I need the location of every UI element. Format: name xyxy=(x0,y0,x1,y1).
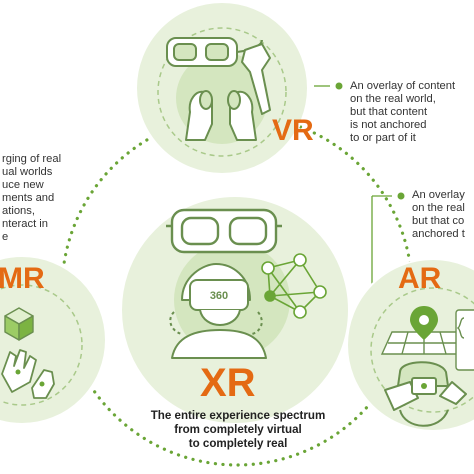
ar-node-inner-dashed-ring xyxy=(370,287,474,413)
ar-person-phone-icon xyxy=(384,361,467,427)
vr-label: VR xyxy=(272,114,314,147)
vr-description-line: but that content xyxy=(350,106,428,118)
mr-node-inner-dashed-ring xyxy=(0,284,83,406)
mr-description-line: ations, xyxy=(2,205,35,217)
vr-controller-icon xyxy=(241,43,271,115)
xr-headset-360-label: 360 xyxy=(210,290,228,302)
vr-description-line: to or part of it xyxy=(350,132,416,144)
vr-description-line: is not anchored xyxy=(350,119,427,131)
mr-description-line: nteract in xyxy=(2,218,49,230)
mr-description: rging of real ual worlds uce new ments a… xyxy=(2,153,61,244)
xr-node: 360 xyxy=(120,195,350,425)
ar-node xyxy=(346,258,474,432)
vr-description: An overlay of content on the real world,… xyxy=(350,80,455,145)
vr-headset-icon xyxy=(166,37,263,67)
vr-hands-icon xyxy=(185,90,257,141)
ar-label: AR xyxy=(398,262,442,295)
mr-description-line: rging of real xyxy=(2,153,62,165)
vr-connector-dot xyxy=(335,82,343,90)
xr-person-headset-icon: 360 xyxy=(169,263,267,359)
mr-label: MR xyxy=(0,262,45,295)
ar-description-line: An overlay xyxy=(412,189,465,201)
mr-description-line: e xyxy=(2,231,9,243)
ar-description: An overlay on the real but that co ancho… xyxy=(412,189,465,241)
ar-data-panel-icon xyxy=(455,309,474,371)
ar-description-line: but that co xyxy=(412,215,465,227)
xr-goggles-icon xyxy=(166,208,282,254)
mr-gloves-icon xyxy=(1,349,55,399)
ar-connector-dot xyxy=(397,192,405,200)
location-pin-icon xyxy=(410,306,438,340)
mr-description-line: uce new xyxy=(2,179,44,191)
xr-label: XR xyxy=(200,361,256,405)
vr-description-line: on the real world, xyxy=(350,93,436,105)
vr-node-inner-dashed-ring xyxy=(157,27,287,157)
network-graph-icon xyxy=(261,253,327,319)
vr-node xyxy=(135,1,309,175)
xr-description-line: from completely virtual xyxy=(174,423,302,436)
vr-description-line: An overlay of content xyxy=(350,80,456,92)
xr-description: The entire experience spectrum from comp… xyxy=(128,409,348,451)
xr-description-line: The entire experience spectrum xyxy=(150,409,326,422)
mr-description-line: ments and xyxy=(2,192,55,204)
cube-icon xyxy=(4,307,34,341)
ar-grid-icon xyxy=(380,331,468,355)
ar-description-line: on the real xyxy=(412,202,465,214)
ar-description-line: anchored t xyxy=(412,228,465,240)
mr-node xyxy=(0,255,107,425)
mr-description-line: ual worlds xyxy=(2,166,53,178)
xr-description-line: to completely real xyxy=(188,437,288,450)
